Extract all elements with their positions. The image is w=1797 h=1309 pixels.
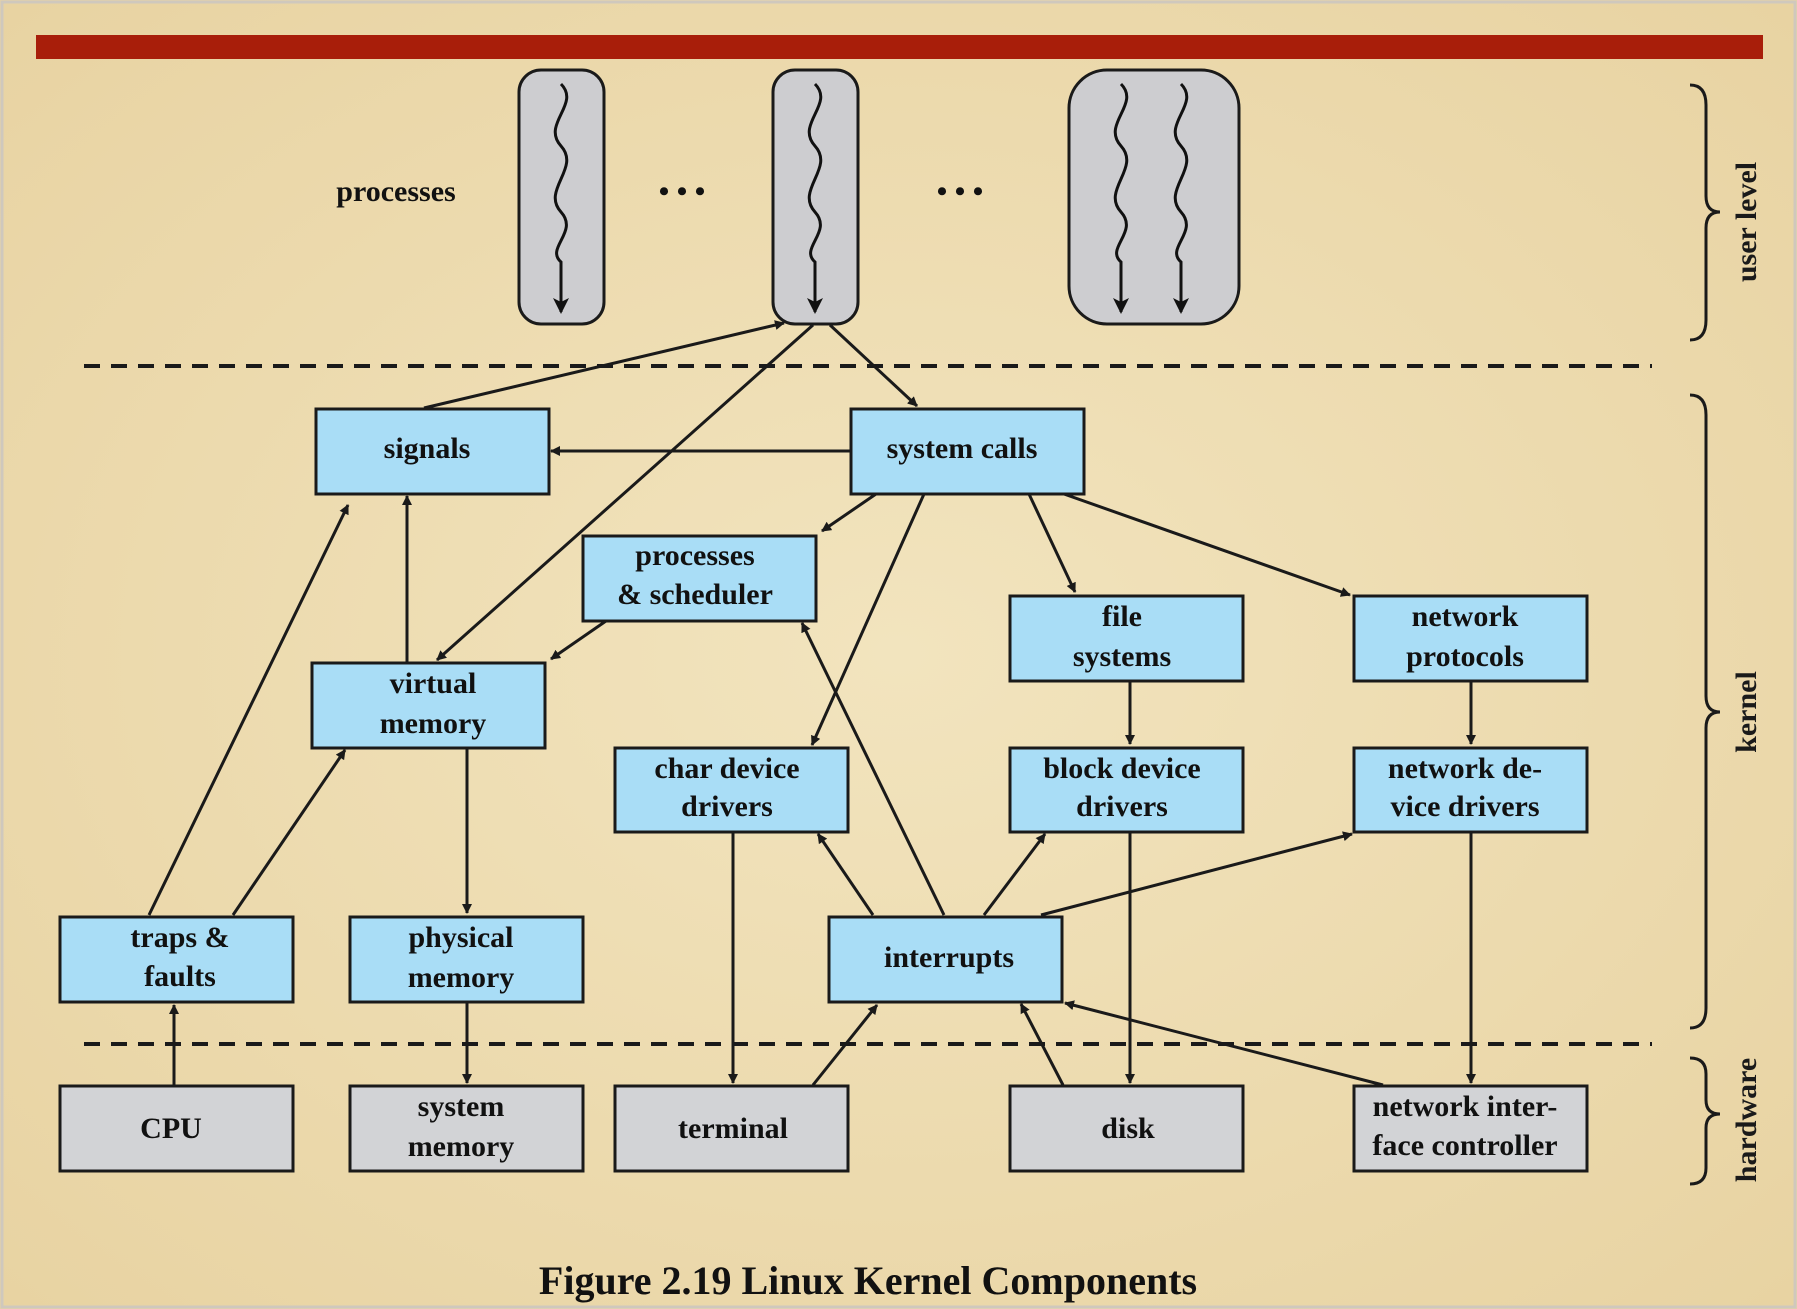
network-protocols-label-line1: network: [1412, 600, 1519, 633]
kernel-box-virtual-memory: virtual memory: [310, 661, 547, 750]
kernel-label: kernel: [1730, 671, 1763, 753]
system-memory-label-line1: system: [418, 1090, 505, 1123]
arrow-nic-to-interrupts: [1064, 1000, 1384, 1087]
arrow-traps-to-vm: [231, 749, 347, 916]
physical-memory-label-line1: physical: [408, 921, 513, 954]
arrow-interrupts-to-block: [982, 833, 1047, 916]
brace-user-level: [1689, 83, 1721, 342]
arrow-syscalls-to-netproto: [1063, 492, 1351, 597]
arrow-terminal-to-interrupts: [811, 1004, 879, 1086]
brace-kernel: [1689, 393, 1721, 1030]
disk-label: disk: [1101, 1112, 1155, 1145]
arrow-interrupts-to-char: [816, 833, 875, 916]
char-device-drivers-label-line1: char device: [654, 752, 799, 785]
arrow-process-to-vm: [436, 323, 814, 662]
user-level-label: user level: [1730, 162, 1763, 282]
ellipsis-right: • • •: [937, 175, 984, 208]
hardware-box-system-memory: system memory: [348, 1084, 585, 1173]
process-multi-thread: [1067, 68, 1241, 326]
hardware-box-disk: disk: [1008, 1084, 1245, 1173]
process-single-thread-2: [771, 68, 860, 326]
thread-icon: [1173, 82, 1189, 314]
virtual-memory-label-line1: virtual: [390, 667, 477, 700]
hardware-box-cpu: CPU: [58, 1084, 295, 1173]
hardware-box-network-interface-controller: network inter- face controller: [1352, 1084, 1589, 1173]
signals-label: signals: [384, 432, 471, 465]
thread-icon: [807, 82, 823, 314]
system-calls-label: system calls: [887, 432, 1038, 465]
arrow-traps-to-signals: [147, 504, 350, 916]
block-device-drivers-label-line2: drivers: [1076, 790, 1168, 823]
kernel-box-network-protocols: network protocols: [1352, 594, 1589, 683]
ellipsis-left: • • •: [659, 175, 706, 208]
nic-label-line1: network inter-: [1373, 1090, 1558, 1123]
processes-scheduler-label-line1: processes: [635, 539, 754, 572]
kernel-box-signals: signals: [314, 407, 551, 496]
kernel-box-file-systems: file systems: [1008, 594, 1245, 683]
figure-caption: Figure 2.19 Linux Kernel Components: [539, 1258, 1197, 1303]
interrupts-label: interrupts: [884, 941, 1014, 974]
arrow-interrupts-to-netdev: [1040, 831, 1353, 917]
traps-faults-label-line2: faults: [144, 960, 216, 993]
arrow-signals-to-process: [423, 320, 785, 410]
thread-icon: [1113, 82, 1129, 314]
arrow-syscalls-to-sched: [821, 492, 877, 533]
arrow-process-to-syscalls: [828, 323, 919, 408]
kernel-box-network-device-drivers: network de- vice drivers: [1352, 746, 1589, 834]
processes-scheduler-label-line2: & scheduler: [617, 578, 773, 611]
hardware-box-terminal: terminal: [613, 1084, 850, 1173]
kernel-box-char-device-drivers: char device drivers: [613, 746, 850, 834]
block-device-drivers-label-line1: block device: [1043, 752, 1201, 785]
arrow-sched-to-vm: [550, 619, 607, 661]
kernel-box-physical-memory: physical memory: [348, 915, 585, 1004]
processes-label: processes: [336, 175, 455, 208]
network-device-drivers-label-line1: network de-: [1388, 752, 1542, 785]
kernel-box-system-calls: system calls: [849, 407, 1086, 496]
terminal-label: terminal: [678, 1112, 788, 1145]
physical-memory-label-line2: memory: [408, 961, 515, 994]
kernel-box-block-device-drivers: block device drivers: [1008, 746, 1245, 834]
kernel-box-interrupts: interrupts: [827, 915, 1064, 1004]
kernel-box-processes-scheduler: processes & scheduler: [581, 534, 818, 623]
arrow-syscalls-to-char: [810, 493, 926, 746]
traps-faults-label-line1: traps &: [130, 921, 229, 954]
brace-hardware: [1689, 1056, 1721, 1186]
connectors: [147, 320, 1476, 1087]
network-protocols-label-line2: protocols: [1406, 640, 1524, 673]
arrow-syscalls-to-fs: [1027, 493, 1077, 593]
arrow-interrupts-to-sched: [800, 622, 946, 916]
hardware-label: hardware: [1730, 1058, 1763, 1182]
nic-label-line2: face controller: [1372, 1129, 1557, 1162]
braces: [1689, 83, 1721, 1186]
kernel-box-traps-faults: traps & faults: [58, 915, 295, 1004]
cpu-label: CPU: [140, 1112, 202, 1145]
arrow-disk-to-interrupts: [1019, 1003, 1065, 1086]
process-single-thread-1: [517, 68, 606, 326]
char-device-drivers-label-line2: drivers: [681, 790, 773, 823]
thread-icon: [553, 82, 569, 314]
top-bar: [36, 35, 1763, 59]
file-systems-label-line2: systems: [1073, 640, 1171, 673]
file-systems-label-line1: file: [1102, 600, 1142, 633]
network-device-drivers-label-line2: vice drivers: [1390, 790, 1539, 823]
system-memory-label-line2: memory: [408, 1130, 515, 1163]
virtual-memory-label-line2: memory: [380, 707, 487, 740]
